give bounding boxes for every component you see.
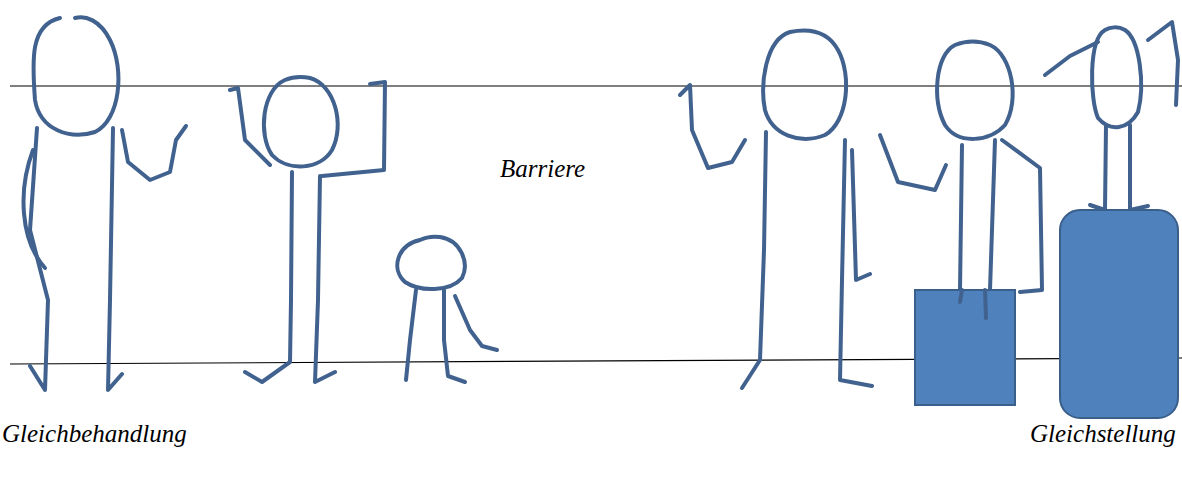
figure-body — [1090, 125, 1106, 210]
figure-body — [245, 172, 292, 382]
barrier-label: Barriere — [500, 155, 585, 183]
figure-arm — [230, 88, 270, 165]
figure-arm — [322, 82, 385, 176]
equity-label: Gleichstellung — [1030, 420, 1176, 448]
figure-arm — [1002, 140, 1042, 292]
figure-body — [742, 132, 766, 388]
figure-head — [937, 42, 1013, 139]
figure-head — [397, 237, 464, 289]
figure-body — [108, 128, 122, 390]
tall-box — [1060, 210, 1178, 418]
figure-arm — [455, 296, 497, 350]
figure-arm — [122, 126, 186, 180]
figure-arm — [1045, 42, 1098, 75]
equal-treatment-label: Gleichbehandlung — [2, 420, 187, 448]
figure-body — [840, 140, 872, 386]
figure-head — [33, 17, 118, 134]
figure-head — [264, 77, 338, 167]
figure-body — [444, 290, 465, 382]
figure-body — [1130, 125, 1148, 210]
figure-arm — [880, 135, 946, 190]
figure-body — [315, 176, 335, 382]
figure-arm — [1148, 22, 1178, 105]
figure-arm — [680, 85, 745, 168]
figure-body — [406, 290, 416, 380]
figure-arm — [24, 150, 45, 268]
figure-body — [945, 145, 962, 300]
figure-feet — [960, 290, 986, 318]
small-box — [915, 290, 1015, 405]
barrier-line — [10, 85, 1182, 86]
figure-arm — [852, 150, 870, 280]
figure-head — [763, 31, 846, 139]
